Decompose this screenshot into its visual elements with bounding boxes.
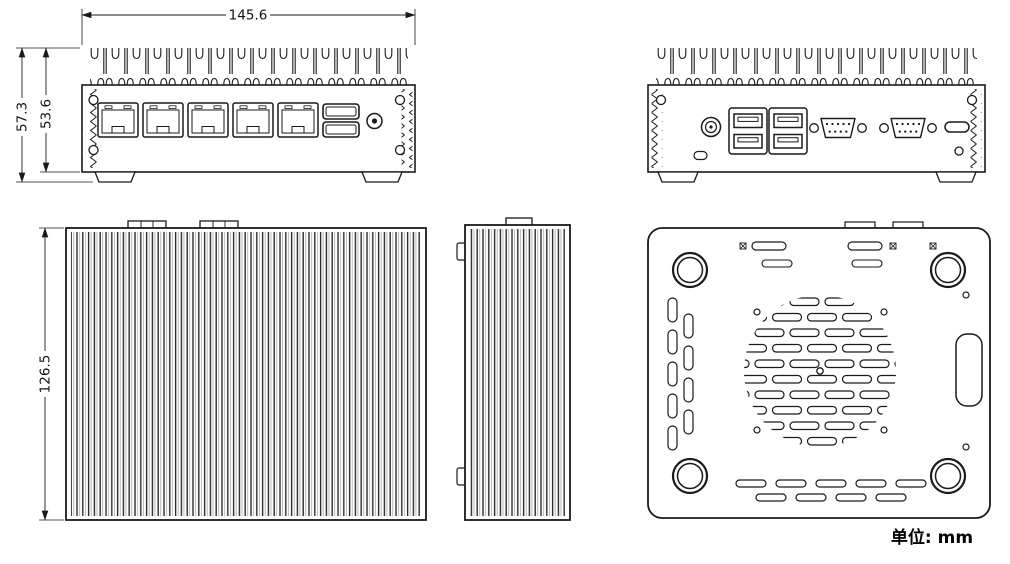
vent-center-hole bbox=[816, 367, 824, 375]
usb-stack-2 bbox=[768, 107, 808, 155]
dim-depth-label: 126.5 bbox=[37, 355, 53, 394]
lan-port-2 bbox=[142, 102, 184, 138]
front-foot-left bbox=[94, 171, 136, 183]
side-heatsink-fins bbox=[469, 229, 566, 516]
usb-stack-1 bbox=[728, 107, 768, 155]
dim-height-total-label: 57.3 bbox=[14, 102, 30, 132]
top-heatsink-fins bbox=[71, 232, 421, 516]
bottom-view bbox=[647, 221, 991, 519]
front-side-fins-right bbox=[401, 89, 413, 168]
dim-height-body-label: 53.6 bbox=[38, 99, 54, 129]
screw-mark-2 bbox=[889, 242, 897, 250]
top-view bbox=[65, 220, 427, 521]
bottom-hole-right-top bbox=[962, 291, 970, 299]
dim-body-height: 53.6 bbox=[38, 47, 80, 173]
front-screw-bottom-left bbox=[88, 144, 99, 156]
dim-overall-height: 57.3 bbox=[14, 47, 93, 183]
power-button bbox=[700, 116, 722, 138]
mounting-feet bbox=[671, 251, 967, 495]
lan-port-4 bbox=[232, 102, 274, 138]
rear-heatsink-crown bbox=[656, 48, 977, 85]
lan-port-5 bbox=[277, 102, 319, 138]
usb-c-port bbox=[944, 121, 970, 133]
bottom-vent-slots bbox=[735, 479, 927, 502]
access-panel-cutout bbox=[955, 333, 983, 407]
rear-side-fins-right bbox=[970, 89, 982, 168]
left-vent-slot-columns bbox=[667, 297, 694, 451]
rear-screw-top-left bbox=[655, 94, 667, 106]
front-view bbox=[81, 48, 416, 183]
bottom-hole-right-bottom bbox=[962, 443, 970, 451]
dim-depth: 126.5 bbox=[37, 227, 64, 521]
hdmi-port-top bbox=[322, 103, 360, 120]
dim-overall-width: 145.6 bbox=[81, 8, 416, 45]
rear-hole-bottom-right bbox=[954, 146, 964, 156]
front-screw-top-left bbox=[88, 94, 99, 106]
dimensions: 145.6 57.3 53.6 126.5 bbox=[14, 8, 416, 521]
fan-vent-grille bbox=[744, 295, 896, 447]
rear-view bbox=[647, 48, 986, 183]
rear-foot-right bbox=[935, 171, 977, 183]
rear-foot-left bbox=[657, 171, 699, 183]
screw-mark-1 bbox=[739, 242, 747, 250]
dim-width-label: 145.6 bbox=[229, 8, 268, 24]
front-foot-right bbox=[361, 171, 403, 183]
dc-power-jack bbox=[366, 112, 383, 130]
rear-slot-bottom-left bbox=[693, 150, 708, 161]
vent-corner-screws bbox=[753, 308, 888, 434]
unit-label: 单位: mm bbox=[891, 527, 973, 548]
front-screw-bottom-right bbox=[394, 144, 406, 156]
front-screw-top-right bbox=[394, 94, 406, 106]
lan-port-3 bbox=[187, 102, 229, 138]
top-vent-slots bbox=[751, 241, 883, 268]
front-heatsink-crown bbox=[90, 48, 408, 85]
rear-screw-top-right bbox=[966, 94, 978, 106]
lan-port-1 bbox=[97, 102, 139, 138]
side-view bbox=[456, 217, 571, 521]
hdmi-port-bottom bbox=[322, 121, 360, 138]
screw-mark-3 bbox=[929, 242, 937, 250]
rear-side-fins-left bbox=[651, 89, 663, 168]
front-side-fins-left bbox=[85, 89, 97, 168]
